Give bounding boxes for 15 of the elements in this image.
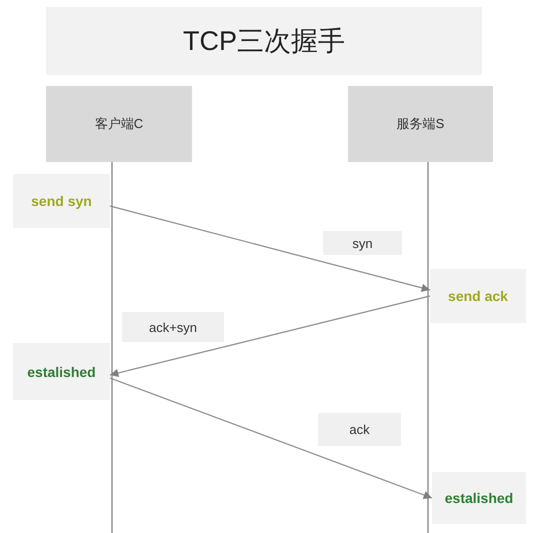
title: TCP三次握手: [46, 7, 482, 75]
arrow: [110, 377, 432, 499]
participant-box: 客户端C: [46, 86, 192, 162]
state-box: send ack: [430, 269, 526, 323]
state-box: estalished: [13, 343, 110, 400]
arrow: [110, 205, 430, 292]
edge-label: syn: [323, 231, 402, 255]
edge-label: ack+syn: [122, 312, 224, 342]
participant-box: 服务端S: [348, 86, 493, 162]
lifeline: [111, 162, 113, 533]
edge-label: ack: [318, 413, 401, 446]
state-box: send syn: [13, 174, 110, 228]
state-box: estalished: [432, 472, 526, 524]
arrow: [110, 295, 430, 378]
lifeline: [427, 162, 429, 533]
